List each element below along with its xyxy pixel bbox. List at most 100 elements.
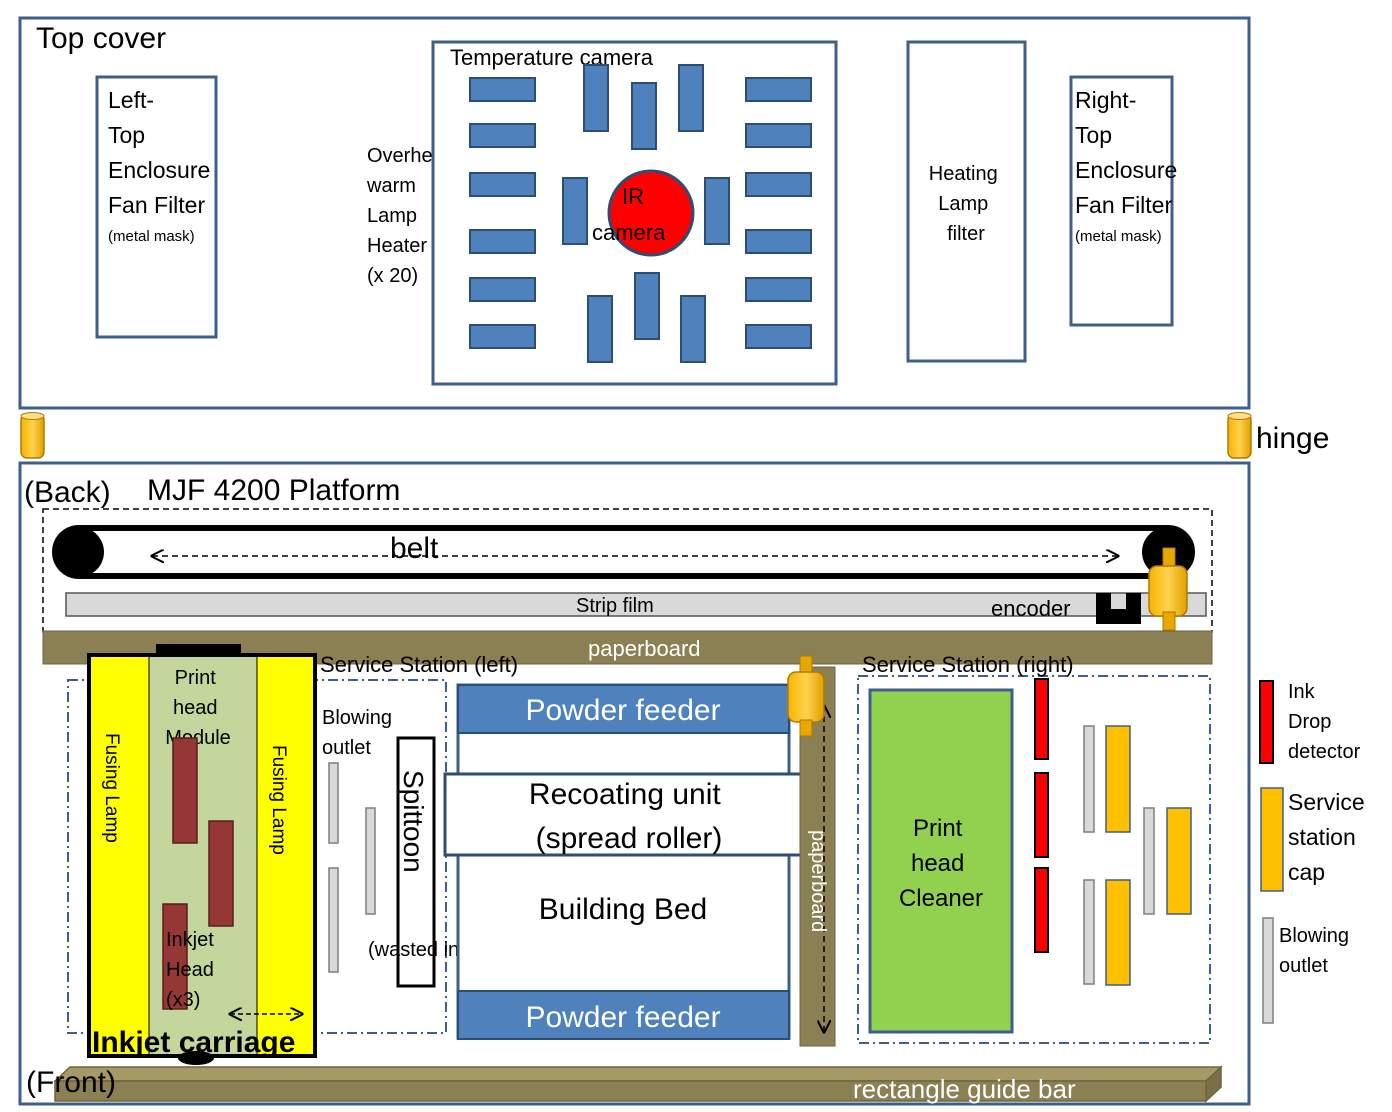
temperature-camera-panel: Temperature camera — [431, 40, 838, 386]
encoder-cylinder-icon — [1148, 547, 1188, 631]
heater-lamp — [745, 277, 812, 302]
left-filter-note: (metal mask) — [108, 228, 195, 245]
svg-text:Ink Drop detec: Ink Drop detector — [1288, 681, 1361, 763]
rectangle-guide-bar: rectangle guide bar — [53, 1065, 1223, 1104]
hinge-left — [20, 412, 45, 459]
blowing-outlet — [365, 807, 376, 915]
heater-lamp — [587, 295, 613, 363]
wasted-ink-label: (wasted ink) — [368, 939, 476, 961]
svg-text:paperboard: paperboard — [588, 636, 701, 661]
blowing-outlets-left — [328, 762, 376, 973]
heater-lamp — [678, 64, 704, 132]
top-cover-title: Top cover — [36, 22, 166, 55]
heater-lamp — [469, 277, 536, 302]
service-station-right — [857, 675, 1211, 1044]
hinge-cylinder-icon — [1227, 413, 1252, 459]
heater-lamp — [745, 123, 812, 148]
fusing-lamp-left-label: Fusing Lamp — [101, 733, 122, 843]
inkjet-head — [172, 737, 198, 844]
left-enclosure-fan-filter: Left- Top Enclosure Fan Filter (metal ma… — [95, 75, 218, 339]
inkjet-carriage: Fusing Lamp Fusing Lamp Print head Modul… — [87, 644, 317, 1065]
blowing-outlet-left-label: Blowing outlet — [322, 707, 398, 759]
hinge-label: hinge — [1256, 422, 1329, 455]
heater-lamp — [469, 77, 536, 102]
printhead-cleaner: Print head Cleaner — [868, 688, 1014, 1034]
svg-text:Spittoon: Spittoon — [398, 770, 429, 873]
service-station-caps — [1105, 725, 1192, 986]
heater-lamp — [631, 82, 657, 150]
platform-title: MJF 4200 Platform — [147, 474, 400, 507]
svg-text:Left- Top Encl: Left- Top Enclosure Fan Filter — [108, 87, 217, 218]
heater-lamp — [562, 177, 588, 245]
inkjet-head-label: Inkjet Head (x3) — [166, 929, 219, 1011]
left-filter-line-4: Fan Filter — [108, 192, 205, 218]
hinge-cylinder-icon — [20, 413, 45, 459]
top-cover: Top cover Left- Top Enclosure Fan Filter… — [18, 16, 1251, 410]
platform: (Back) MJF 4200 Platform belt Strip film… — [18, 461, 1251, 1106]
service-station-cap — [1105, 879, 1131, 986]
svg-text:Heating Lamp f: Heating Lamp filter — [929, 163, 1004, 245]
encoder-label: encoder — [991, 596, 1071, 621]
inkjet-head — [208, 820, 234, 927]
svg-text:IR: IR — [622, 184, 644, 209]
svg-text:camera: camera — [592, 220, 666, 245]
heater-lamp — [680, 295, 706, 363]
heater-lamp — [469, 229, 536, 254]
legend: Ink Drop detector Service station cap Bl… — [1259, 680, 1365, 1024]
svg-text:Right- Top Enc: Right- Top Enclosure Fan Filter — [1075, 87, 1184, 218]
ink-drop-detector — [1034, 772, 1049, 858]
vertical-encoder-cylinder-icon — [787, 655, 825, 737]
inkjet-heads — [162, 737, 234, 1010]
heater-lamps — [469, 64, 812, 363]
service-station-cap — [1166, 807, 1192, 915]
service-station-cap — [1105, 725, 1131, 833]
svg-text:rectangle guide bar: rectangle guide bar — [853, 1074, 1076, 1104]
left-filter-line-3: Enclosure — [108, 157, 210, 183]
ink-drop-detector — [1034, 867, 1049, 953]
fusing-lamp-right — [257, 657, 313, 1054]
front-label: (Front) — [26, 1066, 116, 1099]
svg-text:Strip film: Strip film — [576, 595, 654, 617]
svg-text:Powder feeder: Powder feeder — [525, 694, 720, 727]
fusing-lamp-left — [91, 657, 149, 1054]
legend-service-station-cap: Service station cap — [1260, 787, 1365, 892]
svg-text:Recoating unit (spread: Recoating unit (spread roller) — [529, 778, 729, 855]
powder-feeder-bottom — [457, 990, 790, 1040]
heater-lamp — [469, 123, 536, 148]
back-label: (Back) — [24, 476, 111, 509]
left-filter-line-2: Top — [108, 122, 145, 148]
heater-lamp — [745, 229, 812, 254]
service-left-label: Service Station (left) — [320, 652, 518, 677]
legend-ink-drop-detector: Ink Drop detector — [1259, 680, 1361, 764]
printhead-module-label: Print head Module — [165, 667, 231, 749]
heater-lamp — [469, 172, 536, 197]
heater-lamp — [583, 64, 609, 132]
inkjet-carriage-label: Inkjet carriage — [92, 1026, 295, 1059]
legend-blowing-outlet: Blowing outlet — [1262, 917, 1355, 1024]
blowing-outlet — [328, 867, 339, 973]
heater-lamp — [469, 324, 536, 349]
blowing-outlet — [328, 762, 339, 844]
svg-text:Print head Cle: Print head Cleaner — [899, 815, 983, 912]
heater-lamp — [745, 77, 812, 102]
heater-lamp — [704, 177, 730, 245]
strip-film: Strip film — [65, 592, 1207, 617]
blowing-outlet — [1083, 879, 1095, 985]
left-filter-line-1: Left- — [108, 87, 154, 113]
right-enclosure-fan-filter: Right- Top Enclosure Fan Filter (metal m… — [1069, 75, 1184, 327]
svg-text:Powder feeder: Powder feeder — [525, 1001, 720, 1034]
ir-camera: IR camera — [592, 169, 695, 257]
fusing-lamp-right-label: Fusing Lamp — [268, 745, 289, 855]
svg-text:Blowing outlet: Blowing outlet — [1279, 925, 1355, 977]
blowing-outlet — [1143, 807, 1155, 915]
pulley-icon — [54, 527, 104, 577]
spittoon: Spittoon (wasted ink) — [368, 736, 476, 988]
heating-lamp-filter: Heating Lamp filter — [906, 40, 1027, 363]
ink-drop-detectors — [1034, 678, 1049, 953]
temperature-camera-label: Temperature camera — [450, 45, 654, 70]
encoder-icon — [1096, 593, 1141, 624]
heater-lamp — [634, 272, 660, 340]
recoating-unit — [443, 772, 814, 857]
